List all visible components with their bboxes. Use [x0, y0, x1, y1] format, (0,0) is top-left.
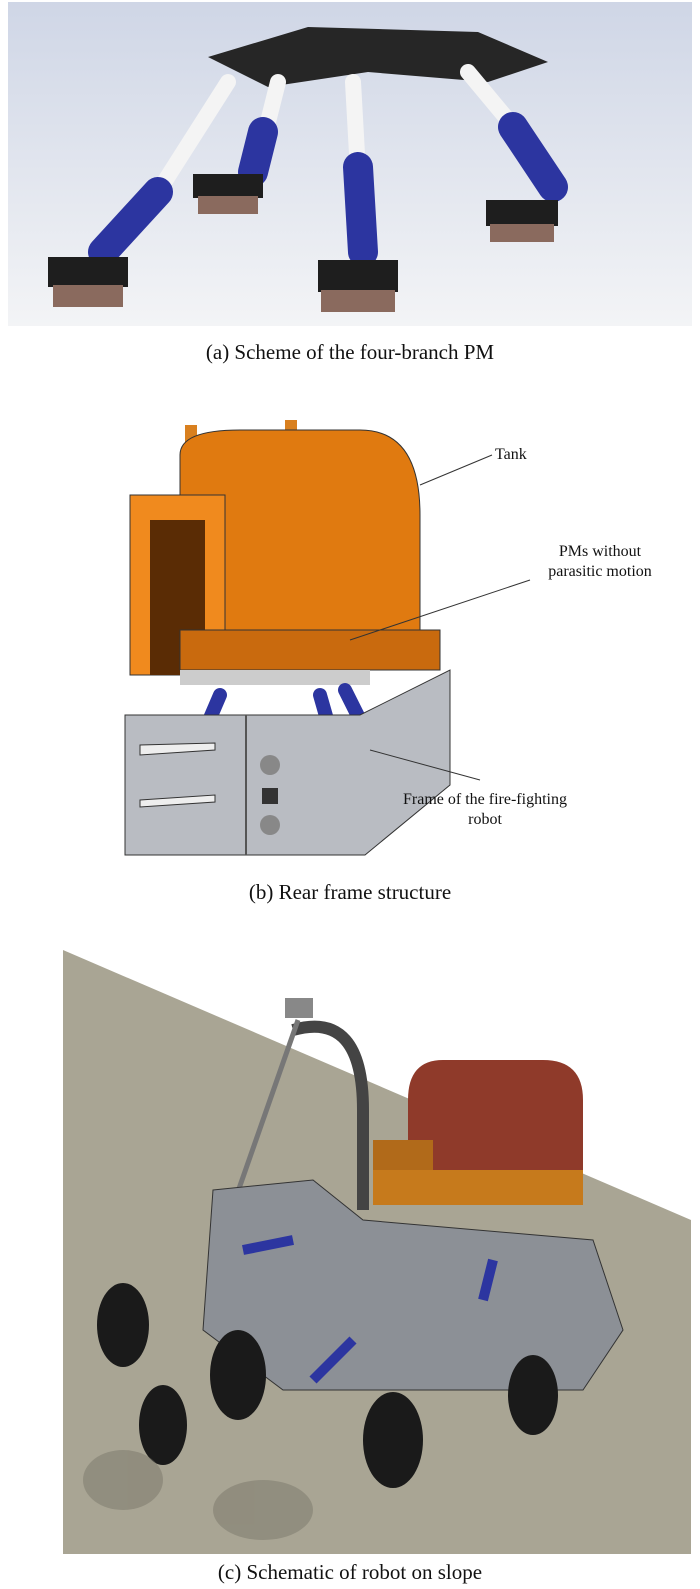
caption-c: (c) Schematic of robot on slope — [217, 1560, 483, 1584]
label-frame-line1: Frame of the fire-fighting — [403, 791, 567, 808]
label-tank: Tank — [495, 446, 527, 463]
label-pms-line1: PMs without — [558, 543, 642, 560]
caption-a: (a) Scheme of the four-branch PM — [205, 340, 495, 364]
caption-b: (b) Rear frame structure — [248, 880, 452, 904]
label-frame-line2: robot — [468, 811, 502, 828]
rear-frame-render — [124, 420, 451, 856]
four-branch-pm-render — [8, 2, 692, 326]
leader-lines — [349, 454, 531, 781]
label-pms-line2: parasitic motion — [548, 563, 652, 580]
robot-on-slope-render — [63, 950, 691, 1554]
